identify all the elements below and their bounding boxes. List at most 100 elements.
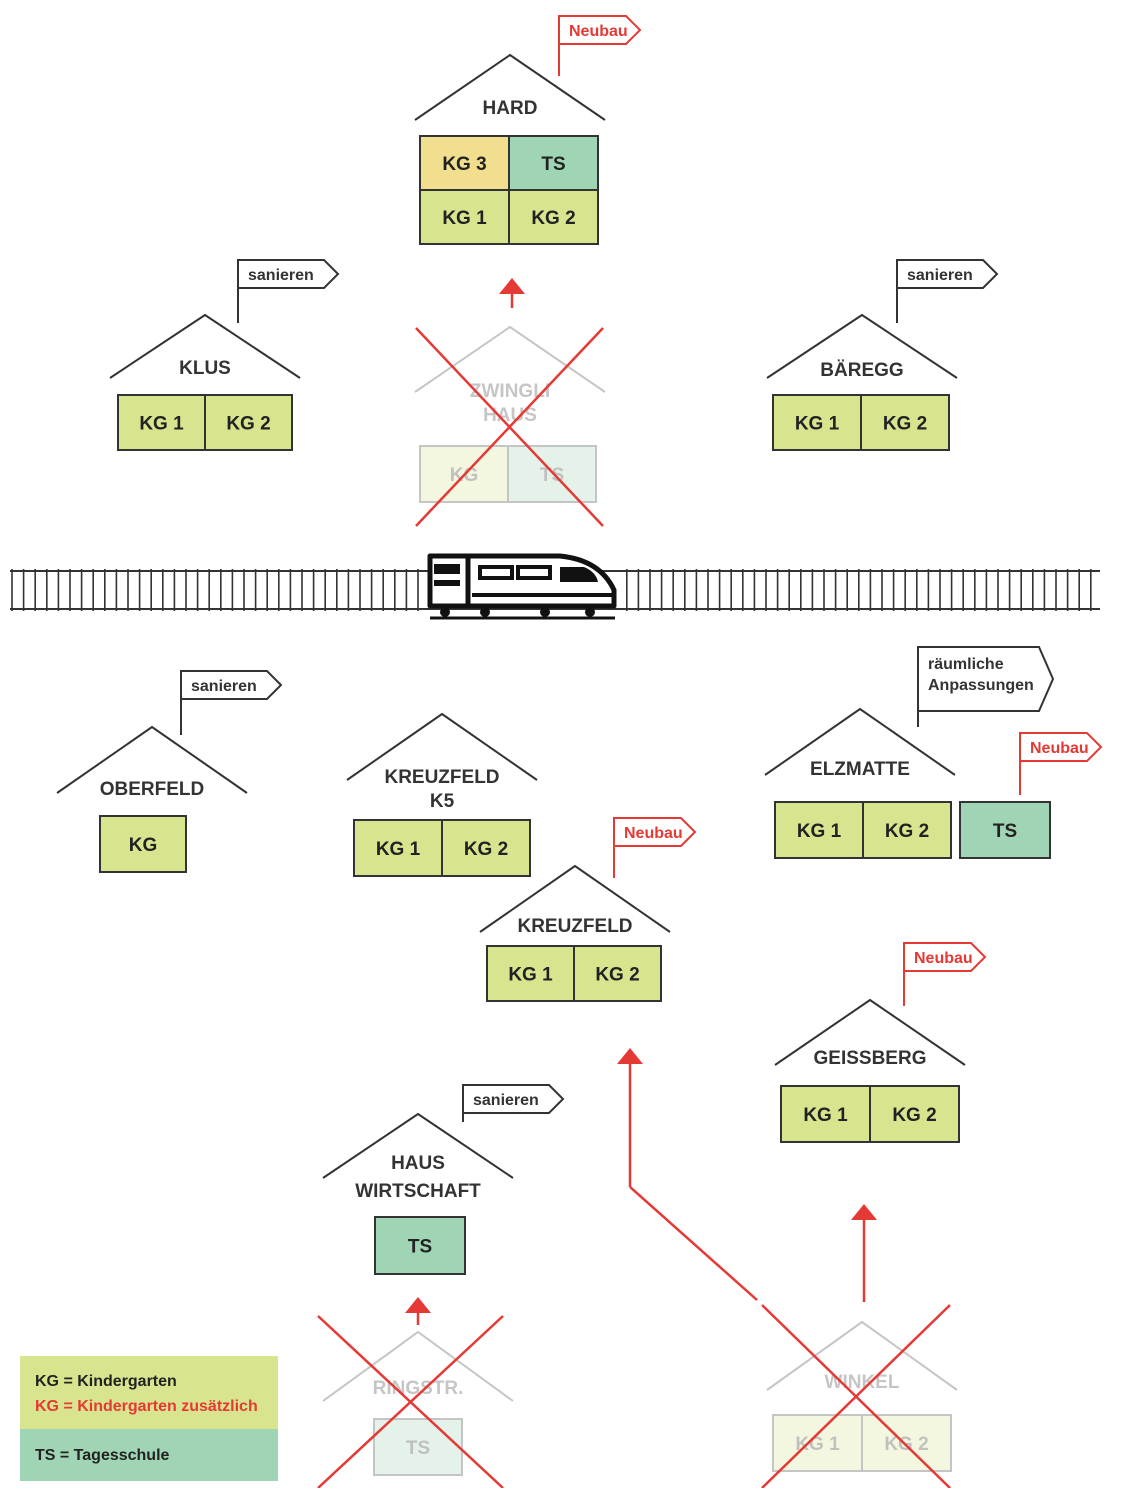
roof: [322, 1330, 514, 1402]
roof: [766, 313, 958, 379]
flag-label: sanieren: [907, 267, 973, 284]
room-label: KG 1: [139, 414, 184, 435]
room-label: TS: [406, 1438, 430, 1459]
flag-label: Neubau: [624, 825, 683, 842]
room-cell: [861, 1414, 952, 1472]
room-cell: [204, 394, 293, 451]
house-name: RINGSTR.: [373, 1378, 464, 1399]
roof: [764, 707, 956, 776]
train-wheel: [540, 607, 550, 617]
house-name: ELZMATTE: [810, 759, 910, 780]
roof: [766, 1320, 958, 1391]
flag-label: Anpassungen: [928, 677, 1034, 694]
flag-banner: [896, 259, 999, 289]
room-label: KG 2: [595, 965, 639, 986]
roof: [774, 998, 966, 1066]
house-name: ZWINGLI: [470, 381, 550, 402]
room-label: TS: [540, 465, 564, 486]
room-cell: [373, 1418, 463, 1476]
house-name: KLUS: [179, 358, 231, 379]
cross-line: [415, 327, 604, 527]
arrow-head: [617, 1048, 643, 1064]
arrow-line: [629, 1186, 758, 1301]
house-name: K5: [430, 791, 455, 812]
house-name: HAUS: [483, 405, 537, 426]
flag-banner: [180, 670, 283, 700]
room-cell: [573, 945, 662, 1002]
room-label: TS: [541, 154, 565, 175]
house-ringstr: RINGSTR. TS: [317, 1315, 514, 1488]
room-label: KG 1: [442, 208, 487, 229]
room-cell: [508, 135, 599, 191]
room-label: KG 2: [885, 821, 929, 842]
house-name: WINKEL: [825, 1372, 900, 1393]
room-cell: [508, 189, 599, 245]
room-label: TS: [993, 821, 1017, 842]
house-body: GEISSBERG KG 1 KG 2: [774, 998, 966, 1143]
legend-ts-band: [20, 1429, 278, 1481]
flag-label: räumliche: [928, 656, 1004, 673]
train-window: [478, 565, 514, 580]
room-cell: [419, 135, 510, 191]
train-icon: [427, 553, 617, 620]
flag-banner: [558, 15, 642, 45]
legend-kg-band: [20, 1356, 278, 1429]
relocation-arrows: [405, 278, 877, 1325]
room-label: KG 2: [226, 414, 270, 435]
train-windshield: [560, 567, 598, 582]
flag-banner: [613, 817, 697, 847]
house-name: KREUZFELD: [384, 767, 499, 788]
flag-label: Neubau: [1030, 740, 1089, 757]
room-label: KG 2: [892, 1105, 936, 1126]
roof: [346, 712, 538, 781]
train-window: [434, 580, 460, 586]
train-wheel: [585, 607, 595, 617]
room-label: KG 3: [442, 154, 486, 175]
flag-banner: [1019, 732, 1103, 762]
flag-banner: [237, 259, 340, 289]
roof: [414, 53, 606, 121]
house-body: RINGSTR. TS: [322, 1330, 514, 1476]
room-cell: [772, 394, 862, 451]
room-cell: [99, 815, 187, 873]
house-name: HARD: [483, 98, 538, 119]
roof: [414, 325, 606, 393]
room-label: KG 1: [803, 1105, 848, 1126]
house-zwingli: ZWINGLIHAUSKGTS: [414, 325, 606, 527]
house-body: KLUS KG 1 KG 2: [109, 313, 301, 451]
roof: [322, 1112, 514, 1179]
flag-label: Neubau: [569, 23, 628, 40]
room-cell: [862, 801, 952, 859]
room-label: KG 2: [464, 839, 508, 860]
house-name: KREUZFELD: [517, 916, 632, 937]
room-label: TS: [408, 1237, 432, 1258]
house-body: ZWINGLIHAUSKGTS: [414, 325, 606, 503]
house-name: OBERFELD: [100, 779, 205, 800]
room-label: KG: [129, 835, 158, 856]
flag-banner: [903, 942, 987, 972]
house-name: GEISSBERG: [814, 1048, 927, 1069]
legend-ts: TS = Tagesschule: [35, 1447, 170, 1464]
roof: [479, 864, 671, 933]
room-cell: [959, 801, 1051, 859]
railway-track: [10, 569, 1100, 611]
flag-banner: [917, 646, 1055, 712]
room-label: KG 2: [883, 414, 927, 435]
house-name: WIRTSCHAFT: [355, 1181, 481, 1202]
roof: [109, 313, 301, 379]
train-window: [434, 564, 460, 574]
room-cell: [774, 801, 864, 859]
